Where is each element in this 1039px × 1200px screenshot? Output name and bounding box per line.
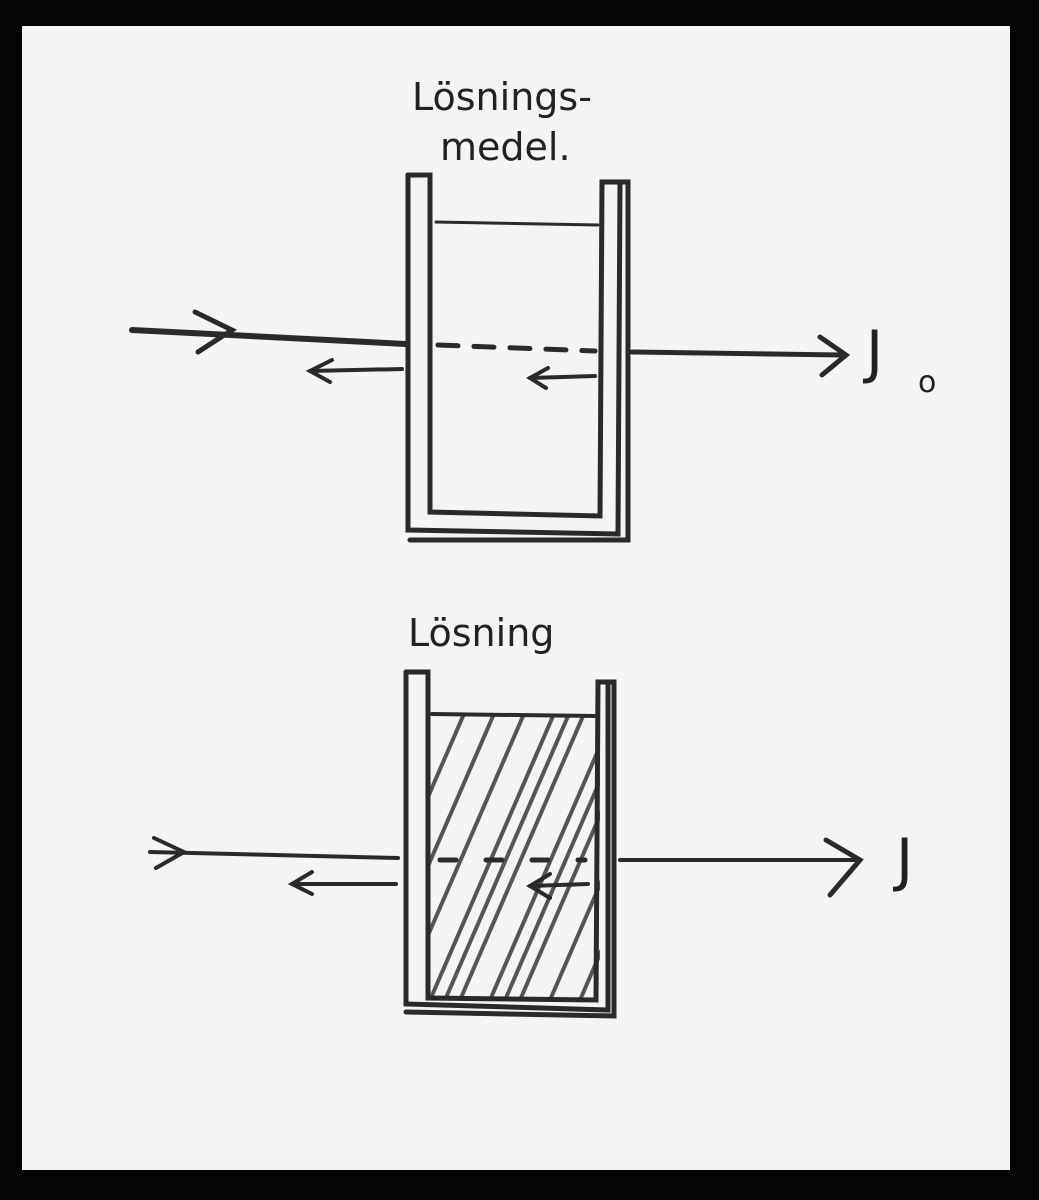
reflected-arrowhead <box>287 870 314 896</box>
incident-intensity-subscript: o <box>918 365 936 400</box>
solvent-label-line1: Lösnings- <box>412 75 592 119</box>
reflected-arrowhead <box>305 358 334 384</box>
solution-label: Lösning <box>408 611 554 655</box>
solution-diagram: Lösning J <box>148 611 913 1019</box>
internal-reflection <box>528 374 597 380</box>
cuvette-inner-wall <box>403 669 613 1003</box>
transmitted-arrowhead <box>817 334 851 378</box>
internal-reflection-arrowhead <box>526 366 550 390</box>
beam-through-solvent <box>435 342 598 354</box>
incident-intensity-symbol: J <box>863 318 883 386</box>
reflected-beam <box>308 367 404 373</box>
transmitted-arrowhead <box>823 837 864 898</box>
solvent-diagram: Lösnings- medel. J o <box>129 75 936 543</box>
solvent-label-line2: medel. <box>440 125 571 169</box>
incident-beam <box>129 327 409 347</box>
incident-arrowhead <box>152 836 189 870</box>
solution-hatching <box>428 714 600 1000</box>
cuvette-inner-wall <box>405 172 623 519</box>
transmitted-intensity-symbol: J <box>893 826 913 894</box>
liquid-surface <box>430 712 598 718</box>
incident-arrowhead <box>192 309 238 355</box>
internal-reflection-arrowhead <box>526 872 552 900</box>
transmitted-beam <box>629 349 845 358</box>
incident-beam <box>148 850 400 860</box>
internal-reflection <box>528 882 590 888</box>
liquid-surface <box>434 220 600 227</box>
